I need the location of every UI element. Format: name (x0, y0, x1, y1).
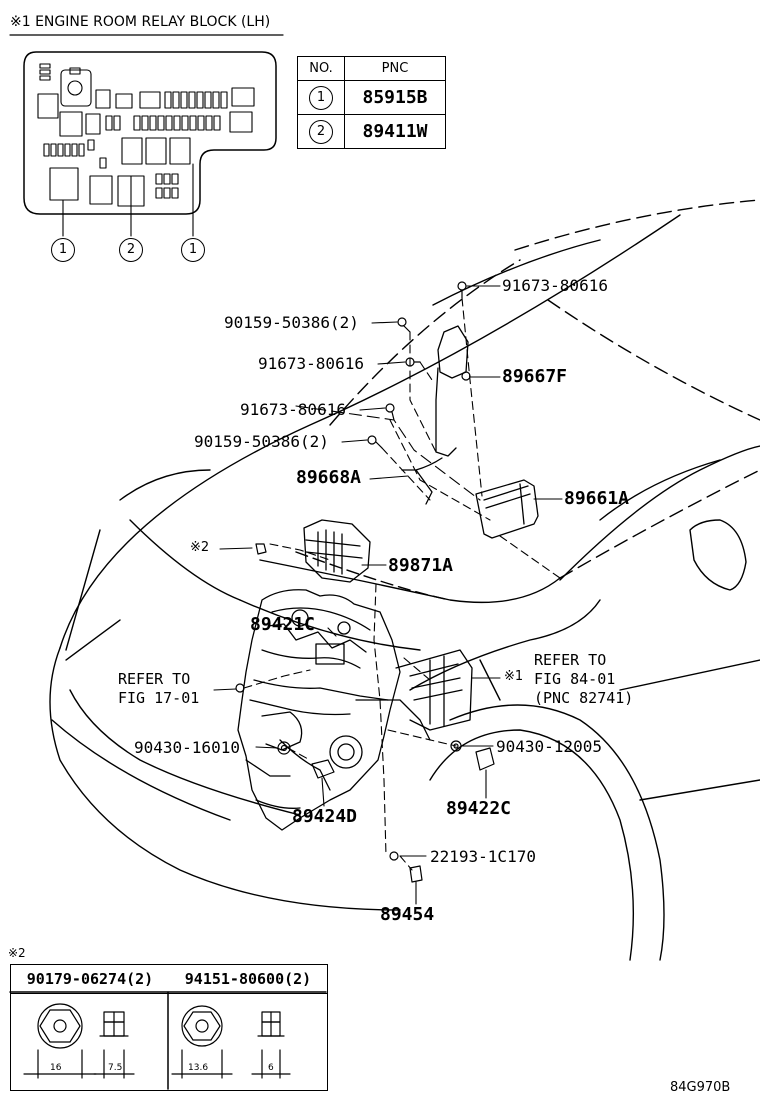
dashed-harness-lines (243, 297, 561, 871)
part-label-mark-2: ※2 (190, 540, 210, 555)
pnc-header-pnc: PNC (344, 56, 446, 81)
part-label-90430-16010: 90430-16010 (134, 738, 240, 757)
pnc-row-no: 2 (309, 119, 333, 144)
engine-assembly (237, 589, 473, 831)
refer-note-left-line1: REFER TO (118, 670, 191, 688)
table-row: 1 85915B (297, 80, 446, 115)
fastener-table: 90179-06274(2) 94151-80600(2) (10, 964, 328, 1091)
part-label-90430-12005: 90430-12005 (496, 737, 602, 756)
relay-callout-3: 1 (181, 238, 205, 262)
fastener-left-part: 90179-06274(2) (11, 965, 169, 994)
fastener-left-dim-a: 16 (50, 1063, 62, 1073)
leader-lines (213, 285, 563, 905)
refer-note-left-line2: FIG 17-01 (118, 689, 200, 707)
part-label-89422c: 89422C (446, 798, 512, 819)
refer-note-right-line2: FIG 84-01 (534, 670, 616, 688)
part-label-91673-80616-b: 91673-80616 (258, 354, 364, 373)
part-label-90159-50386-b: 90159-50386(2) (194, 432, 329, 451)
fastener-mark: ※2 (8, 946, 26, 960)
pnc-row-value: 85915B (344, 80, 446, 115)
pnc-header-no: NO. (297, 56, 345, 81)
relay-block-outline (23, 51, 277, 215)
fastener-left-dim-b: 7.5 (108, 1063, 123, 1073)
refer-note-right-line3: (PNC 82741) (534, 689, 634, 707)
refer-note-right-line1: REFER TO (534, 651, 607, 669)
figure-code: 84G970B (670, 1080, 731, 1095)
part-label-89421c: 89421C (250, 614, 316, 635)
part-label-89668a: 89668A (296, 467, 362, 488)
pnc-table: NO. PNC 1 85915B 2 89411W (297, 56, 446, 149)
relay-callout-1: 1 (51, 238, 75, 262)
pnc-row-no: 1 (309, 85, 333, 110)
part-label-89667f: 89667F (502, 366, 568, 387)
part-label-22193-1c170: 22193-1C170 (430, 847, 536, 866)
part-label-89454: 89454 (380, 904, 435, 925)
part-label-89424d: 89424D (292, 806, 358, 827)
ecu-assembly (303, 325, 539, 583)
table-row: 2 89411W (297, 114, 446, 149)
part-label-89871a: 89871A (388, 555, 454, 576)
fastener-right-part: 94151-80600(2) (169, 965, 327, 994)
part-label-91673-80616-a: 91673-80616 (502, 276, 608, 295)
part-label-91673-80616-c: 91673-80616 (240, 400, 346, 419)
relay-block-components (37, 63, 255, 207)
relay-callout-2: 2 (119, 238, 143, 262)
pnc-row-value: 89411W (344, 114, 446, 149)
part-label-89661a: 89661A (564, 488, 630, 509)
vehicle-body (49, 199, 760, 961)
relay-block-title: ※1 ENGINE ROOM RELAY BLOCK (LH) (10, 14, 271, 30)
part-label-90159-50386-a: 90159-50386(2) (224, 313, 359, 332)
refer-note-right-mark: ※1 (504, 669, 524, 684)
fastener-drawings (9, 991, 327, 1090)
fastener-right-dim-a: 13.6 (188, 1063, 209, 1073)
fastener-right-dim-b: 6 (268, 1063, 274, 1073)
